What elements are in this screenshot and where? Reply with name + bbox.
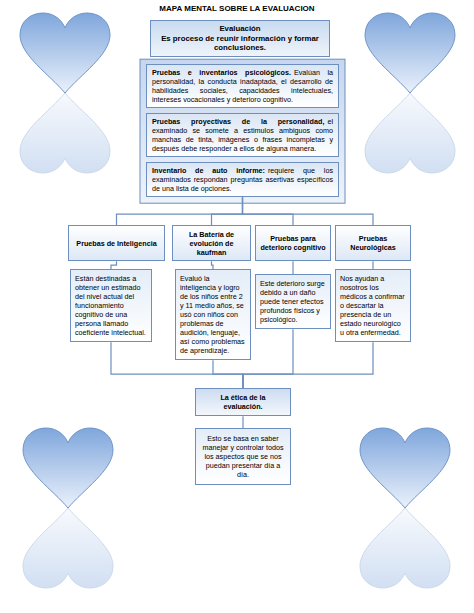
box-text: Pruebas para deterioro cognitivo — [260, 234, 325, 252]
box-text: Pruebas Neurológicas — [350, 234, 396, 252]
category-box: Pruebas de Inteligencia — [68, 225, 165, 261]
description-box: Nos ayudan a nosotros los médicos a conf… — [335, 269, 411, 342]
box-text: Este deterioro surge debido a un daño pu… — [260, 279, 325, 324]
concept-box: Pruebas proyectivas de la personalidad,e… — [146, 113, 339, 157]
box-heading: Evaluación — [157, 24, 323, 34]
root-box: EvaluaciónEs proceso de reunir informaci… — [150, 20, 330, 57]
heart-top-right — [365, 13, 455, 173]
connector-line — [243, 197, 374, 225]
box-text: La ética de la evaluación. — [220, 393, 265, 411]
category-box: Pruebas para deterioro cognitivo — [255, 225, 331, 261]
category-box: Pruebas Neurológicas — [335, 225, 411, 261]
description-box: Esto se basa en saber manejar y controla… — [195, 428, 291, 485]
connector-line — [212, 261, 214, 269]
box-text: Están destinadas a obtener un estimado d… — [75, 274, 146, 337]
description-box: Este deterioro surge debido a un daño pu… — [255, 274, 331, 329]
box-heading: Inventario de auto informe: — [152, 166, 265, 175]
box-heading: Pruebas proyectivas de la personalidad, — [152, 117, 324, 126]
heart-bottom-left — [23, 428, 113, 588]
box-text: Esto se basa en saber manejar y controla… — [202, 434, 283, 479]
connector-line — [212, 197, 243, 225]
box-text: Evaluó la inteligencia y logro de los ni… — [180, 274, 245, 355]
connector-line — [242, 416, 243, 428]
map-title: MAPA MENTAL SOBRE LA EVALUACION — [0, 4, 474, 13]
description-box: Están destinadas a obtener un estimado d… — [70, 269, 152, 342]
box-text: Nos ayudan a nosotros los médicos a conf… — [340, 274, 405, 337]
concept-box: Inventario de auto informe:requiere que … — [146, 162, 339, 197]
box-heading: Pruebas e inventarios psicológicos. — [152, 68, 291, 77]
text-holder: Pruebas Neurológicas — [340, 234, 406, 252]
heart-bottom-right — [360, 428, 450, 588]
connector-line — [243, 197, 294, 225]
box-text: La Batería de evolución de kaufman — [189, 230, 234, 257]
category-box: La Batería de evolución de kaufman — [172, 225, 251, 261]
text-holder: La Batería de evolución de kaufman — [177, 230, 246, 257]
description-box: Evaluó la inteligencia y logro de los ni… — [175, 269, 251, 360]
connector-line — [372, 261, 373, 269]
connector-line — [117, 197, 243, 225]
text-holder: Pruebas para deterioro cognitivo — [260, 234, 326, 252]
connector-line — [213, 360, 243, 388]
connector-line — [292, 261, 293, 274]
text-holder: Pruebas de Inteligencia — [76, 239, 156, 248]
concept-box: Pruebas e inventarios psicológicos.Evalú… — [146, 64, 339, 108]
connector-line — [111, 261, 117, 269]
connector-line — [243, 342, 373, 388]
group-panel — [140, 59, 345, 203]
ethics-box: La ética de la evaluación. — [195, 388, 291, 416]
box-text: Es proceso de reunir información y forma… — [157, 34, 323, 53]
heart-top-left — [20, 13, 110, 173]
box-text: Pruebas de Inteligencia — [76, 239, 156, 248]
